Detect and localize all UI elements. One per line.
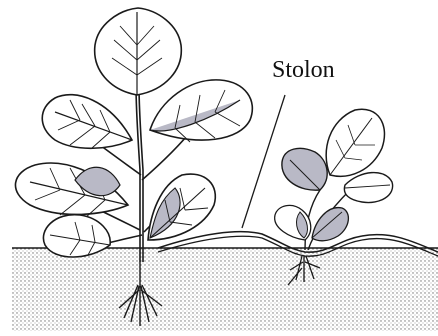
parent-lower-left-leaf	[15, 163, 128, 218]
parent-right-lower-leaf	[148, 174, 215, 240]
parent-top-leaf	[95, 8, 182, 95]
daughter-leaf-right	[344, 173, 392, 203]
parent-right-leaf	[150, 80, 252, 142]
daughter-leaf-lower-right	[312, 208, 348, 241]
daughter-leaf-left	[282, 148, 327, 190]
parent-bottom-leaf	[43, 215, 110, 257]
daughter-leaf-lower-left	[275, 205, 311, 240]
parent-left-leaf	[42, 95, 132, 149]
daughter-leaf-top	[326, 109, 384, 176]
soil	[12, 248, 438, 331]
stolon-label: Stolon	[272, 58, 335, 82]
